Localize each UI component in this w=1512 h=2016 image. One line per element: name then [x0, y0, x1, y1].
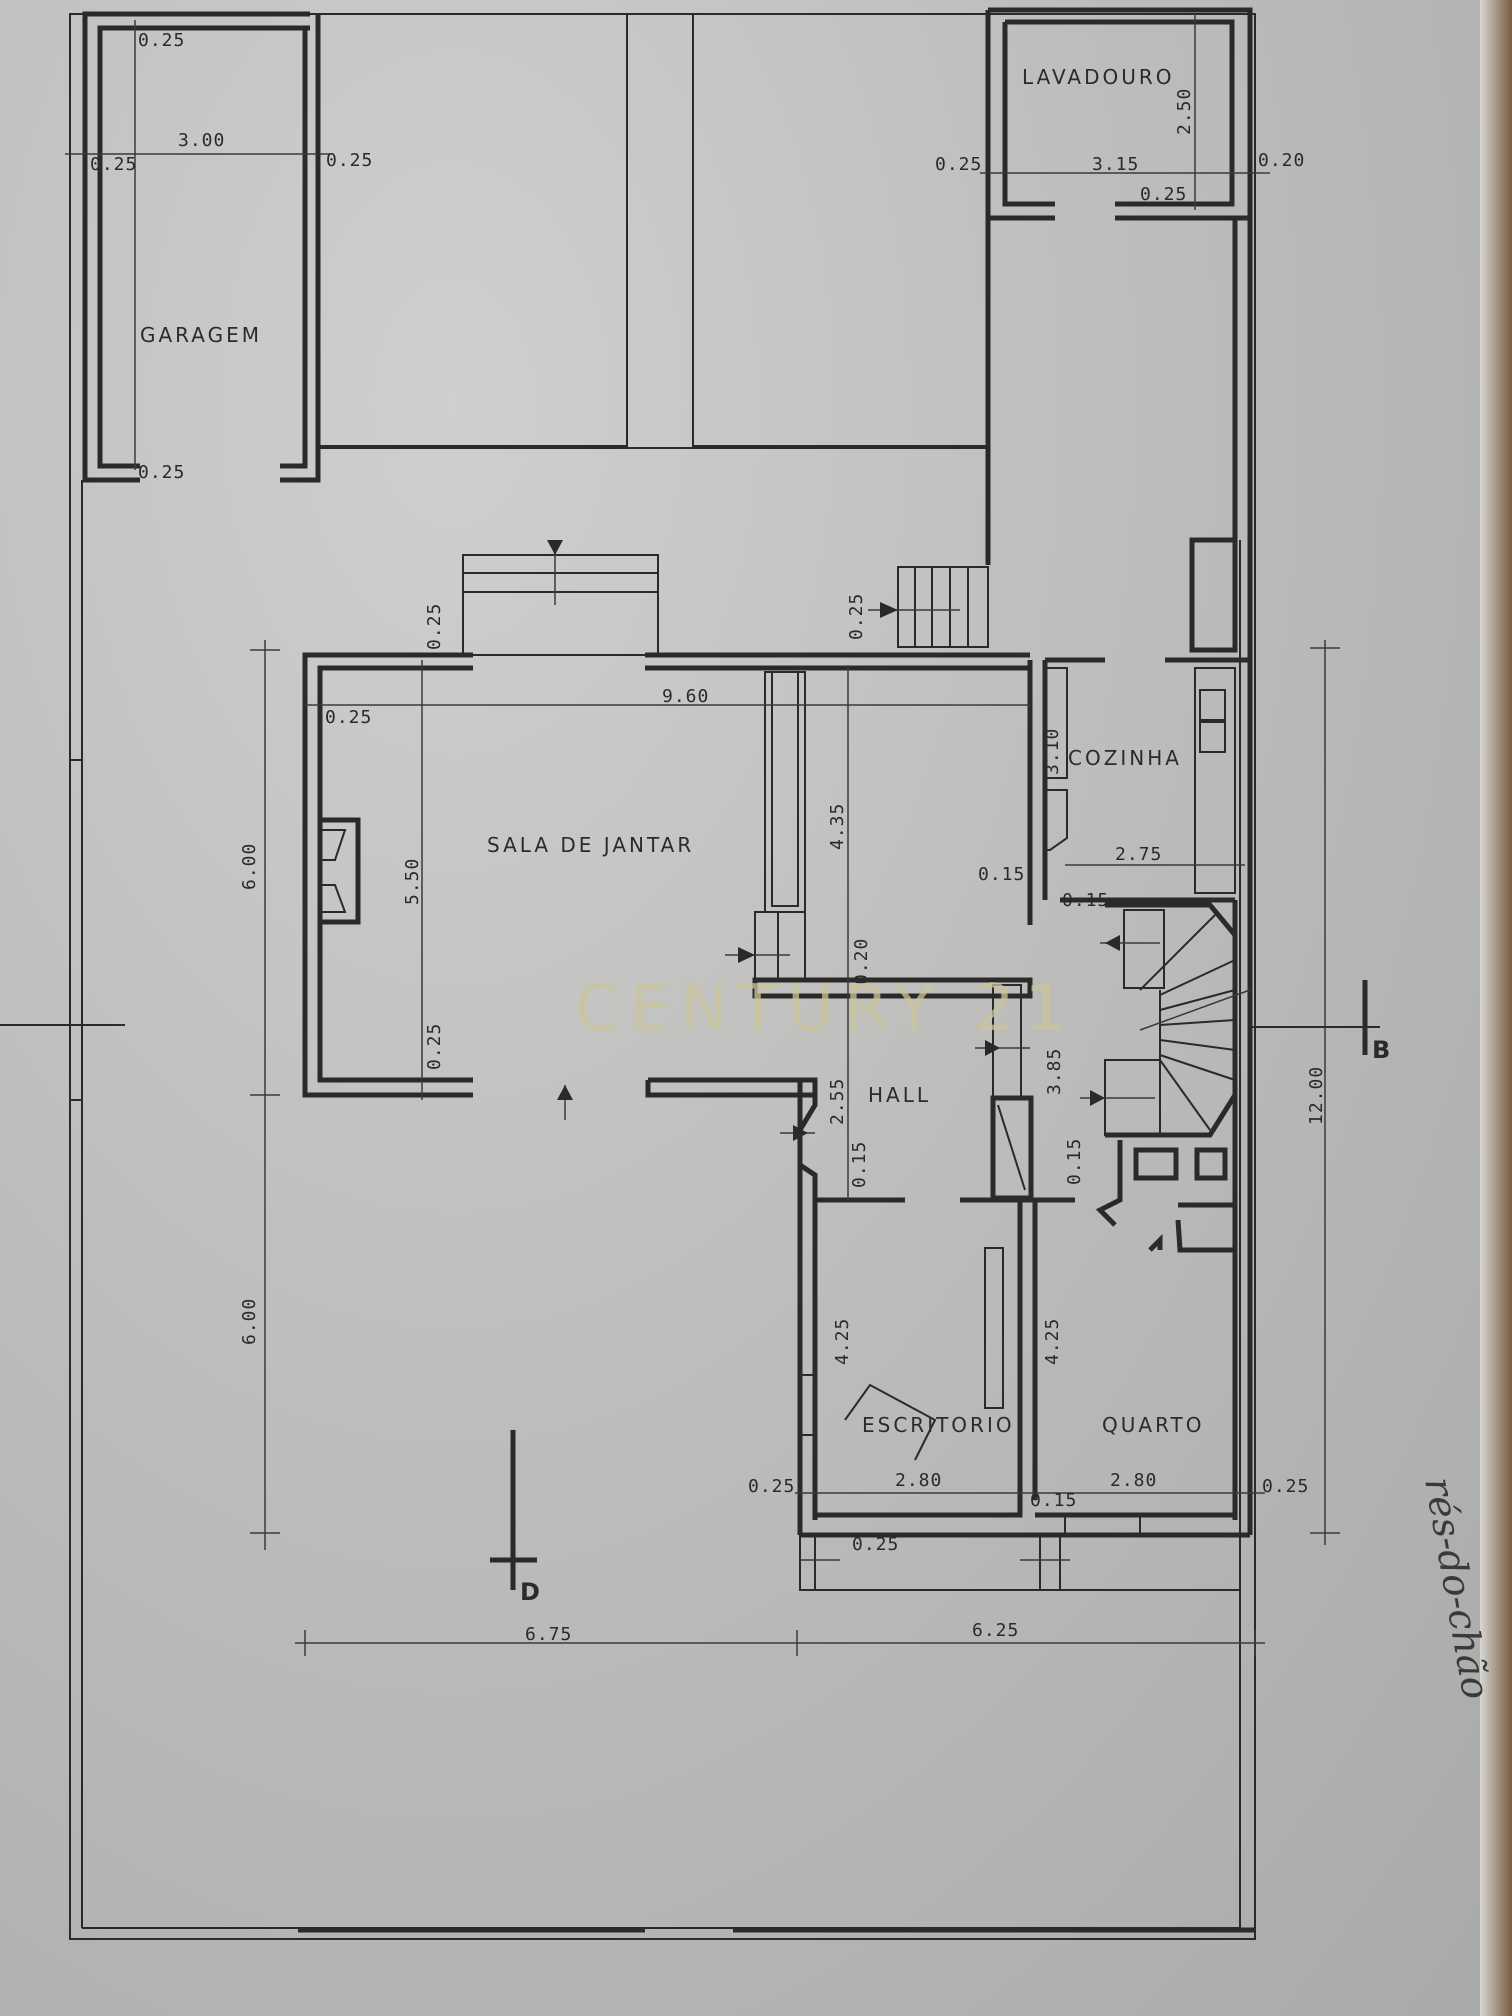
room-label-hall: HALL — [868, 1083, 931, 1107]
svg-text:4.35: 4.35 — [827, 803, 848, 850]
porch-steps — [462, 540, 659, 656]
svg-text:0.15: 0.15 — [1030, 1490, 1077, 1511]
room-label-cozinha: COZINHA — [1068, 746, 1182, 770]
svg-text:0.25: 0.25 — [138, 462, 185, 483]
room-label-escritorio: ESCRITORIO — [862, 1413, 1015, 1437]
svg-text:6.00: 6.00 — [239, 1298, 260, 1345]
svg-text:2.50: 2.50 — [1174, 88, 1195, 135]
room-label-quarto: QUARTO — [1102, 1413, 1204, 1437]
room-label-sala: SALA DE JANTAR — [487, 833, 694, 857]
svg-text:0.25: 0.25 — [424, 1023, 445, 1070]
svg-text:0.15: 0.15 — [849, 1141, 870, 1188]
bathroom — [1095, 1140, 1238, 1253]
svg-text:5.50: 5.50 — [402, 858, 423, 905]
svg-text:0.25: 0.25 — [1262, 1476, 1309, 1497]
svg-text:0.15: 0.15 — [978, 864, 1025, 885]
svg-text:B: B — [1372, 1036, 1390, 1064]
watermark: CENTURY 21 — [575, 972, 1075, 1046]
svg-text:4.25: 4.25 — [832, 1318, 853, 1365]
svg-text:3.85: 3.85 — [1044, 1048, 1065, 1095]
svg-text:3.10: 3.10 — [1042, 728, 1063, 775]
svg-text:D: D — [520, 1578, 540, 1606]
svg-text:2.75: 2.75 — [1115, 844, 1162, 865]
svg-text:0.25: 0.25 — [748, 1476, 795, 1497]
svg-text:0.25: 0.25 — [852, 1534, 899, 1555]
section-marker-b: B — [1250, 980, 1390, 1064]
svg-text:0.25: 0.25 — [90, 154, 137, 175]
main-house-walls: COZINHA 3.10 2.75 0.15 0.15 — [302, 650, 1253, 1535]
section-marker-left — [0, 759, 125, 1101]
svg-text:4.25: 4.25 — [1042, 1318, 1063, 1365]
svg-text:2.80: 2.80 — [895, 1470, 942, 1491]
room-label-lavadouro: LAVADOURO — [1022, 65, 1175, 89]
room-label-garagem: GARAGEM — [140, 323, 262, 347]
exterior-stairs — [868, 566, 989, 648]
svg-text:12.00: 12.00 — [1306, 1066, 1327, 1125]
svg-text:3.00: 3.00 — [178, 130, 225, 151]
svg-text:0.25: 0.25 — [325, 707, 372, 728]
overall-dimensions: 6.00 6.00 12.00 6.75 6.25 — [239, 640, 1340, 1656]
svg-text:0.25: 0.25 — [846, 593, 867, 640]
svg-text:0.25: 0.25 — [424, 603, 445, 650]
svg-text:0.25: 0.25 — [138, 30, 185, 51]
svg-text:0.20: 0.20 — [1258, 150, 1305, 171]
svg-text:6.75: 6.75 — [525, 1624, 572, 1645]
floor-label: rés-do-chão — [1416, 1474, 1498, 1703]
svg-text:0.15: 0.15 — [1064, 1138, 1085, 1185]
svg-text:0.15: 0.15 — [1062, 890, 1109, 911]
svg-text:9.60: 9.60 — [662, 686, 709, 707]
svg-text:3.15: 3.15 — [1092, 154, 1139, 175]
interior-stairs: 3.85 0.15 — [1044, 902, 1251, 1185]
svg-text:2.80: 2.80 — [1110, 1470, 1157, 1491]
room-lavadouro: LAVADOURO 2.50 3.15 0.25 0.20 0.25 — [935, 7, 1305, 221]
bedroom-wing: ESCRITORIO QUARTO 2.80 2.80 0.25 0.15 0.… — [748, 1247, 1309, 1591]
room-garagem: GARAGEM 0.25 3.00 0.25 0.25 0.25 — [65, 11, 373, 483]
svg-text:6.25: 6.25 — [972, 1620, 1019, 1641]
paper-edge — [1480, 0, 1512, 2016]
svg-text:0.25: 0.25 — [1140, 184, 1187, 205]
yard-lines — [317, 14, 988, 449]
svg-text:6.00: 6.00 — [239, 843, 260, 890]
svg-text:0.25: 0.25 — [326, 150, 373, 171]
service-corridor — [985, 218, 1253, 653]
svg-text:0.25: 0.25 — [935, 154, 982, 175]
svg-text:0.20: 0.20 — [851, 938, 872, 985]
svg-text:2.55: 2.55 — [827, 1078, 848, 1125]
section-marker-d: D — [490, 1430, 540, 1606]
